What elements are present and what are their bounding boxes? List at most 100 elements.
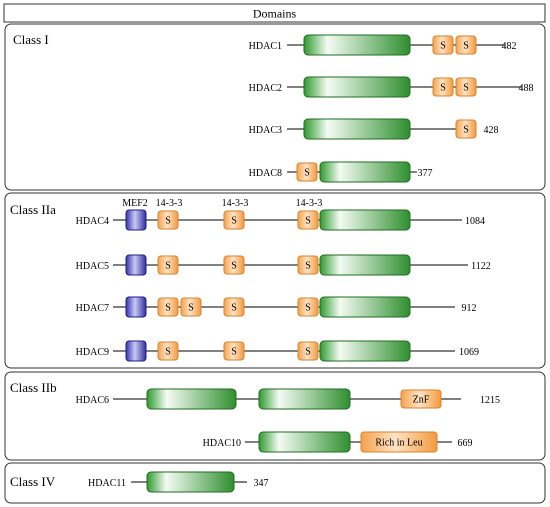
serine-site-label: S xyxy=(188,303,194,314)
protein-length: 428 xyxy=(484,125,499,136)
protein-row-hdac1: HDAC1 482 S S xyxy=(249,34,517,56)
protein-length: 488 xyxy=(519,83,534,94)
protein-name: HDAC5 xyxy=(76,261,109,272)
header: Domains xyxy=(3,3,546,23)
annotation-14-3-3-c: 14-3-3 xyxy=(296,198,323,209)
serine-site xyxy=(157,210,179,230)
zinc-finger-label: ZnF xyxy=(413,395,430,406)
class-iv-panel: Class IV xyxy=(4,462,546,504)
catalytic-domain xyxy=(303,118,411,140)
annotation-14-3-3-a: 14-3-3 xyxy=(156,198,183,209)
protein-length: 912 xyxy=(462,303,477,314)
serine-site-label: S xyxy=(165,303,171,314)
leucine-rich-label: Rich in Leu xyxy=(375,438,422,449)
class-iv-label: Class IV xyxy=(10,474,56,489)
catalytic-domain xyxy=(258,431,351,453)
serine-site xyxy=(157,255,179,275)
serine-site-label: S xyxy=(165,261,171,272)
protein-row-hdac6: HDAC6 1215 ZnF xyxy=(76,388,500,410)
catalytic-domain xyxy=(146,388,237,410)
protein-name: HDAC2 xyxy=(249,83,282,94)
catalytic-domain xyxy=(303,76,411,98)
serine-site-label: S xyxy=(231,303,237,314)
mef2-annotation: MEF2 xyxy=(122,198,148,209)
protein-name: HDAC9 xyxy=(76,347,109,358)
catalytic-domain xyxy=(258,388,351,410)
class-i-label: Class I xyxy=(13,32,49,47)
protein-row-hdac7: HDAC7 912 S S S S xyxy=(76,296,477,318)
serine-site xyxy=(180,297,202,317)
serine-site xyxy=(432,77,454,97)
protein-length: 347 xyxy=(254,478,269,489)
protein-length: 1084 xyxy=(465,216,485,227)
catalytic-domain xyxy=(319,296,411,318)
protein-length: 1069 xyxy=(459,347,479,358)
class-iia-annotations: MEF2 14-3-3 14-3-3 14-3-3 xyxy=(122,198,322,209)
protein-name: HDAC3 xyxy=(249,125,282,136)
serine-site xyxy=(455,35,477,55)
serine-site xyxy=(296,162,318,182)
protein-name: HDAC10 xyxy=(203,438,241,449)
serine-site xyxy=(223,255,245,275)
protein-name: HDAC8 xyxy=(249,168,282,179)
protein-length: 669 xyxy=(458,438,473,449)
serine-site xyxy=(157,297,179,317)
class-iib-label: Class IIb xyxy=(10,380,57,395)
serine-site xyxy=(157,341,179,361)
catalytic-domain xyxy=(319,254,411,276)
serine-site-label: S xyxy=(305,347,311,358)
protein-name: HDAC4 xyxy=(76,216,109,227)
serine-site-label: S xyxy=(165,216,171,227)
protein-length: 1215 xyxy=(480,395,500,406)
catalytic-domain xyxy=(319,340,411,362)
serine-site-label: S xyxy=(231,261,237,272)
serine-site-label: S xyxy=(305,303,311,314)
header-title: Domains xyxy=(253,7,297,21)
class-iia-panel: Class IIa xyxy=(4,192,546,369)
serine-site xyxy=(223,341,245,361)
serine-site-label: S xyxy=(440,83,446,94)
serine-site xyxy=(297,341,319,361)
catalytic-domain xyxy=(319,209,411,231)
annotation-14-3-3-b: 14-3-3 xyxy=(222,198,249,209)
serine-site xyxy=(455,119,477,139)
serine-site xyxy=(223,210,245,230)
serine-site xyxy=(297,255,319,275)
serine-site xyxy=(455,77,477,97)
serine-site-label: S xyxy=(165,347,171,358)
protein-length: 377 xyxy=(418,168,433,179)
protein-row-hdac11: HDAC11 347 xyxy=(88,471,269,493)
protein-row-hdac10: HDAC10 669 Rich in Leu xyxy=(203,431,473,453)
serine-site xyxy=(297,210,319,230)
serine-site-label: S xyxy=(231,216,237,227)
class-iia-label: Class IIa xyxy=(10,202,56,217)
catalytic-domain xyxy=(319,161,411,183)
protein-name: HDAC7 xyxy=(76,303,109,314)
protein-name: HDAC11 xyxy=(88,478,126,489)
protein-row-hdac8: HDAC8 377 S xyxy=(249,161,433,183)
catalytic-domain xyxy=(146,471,235,493)
mef2-binding-domain xyxy=(125,254,147,276)
serine-site-label: S xyxy=(440,41,446,52)
serine-site-label: S xyxy=(305,261,311,272)
zinc-finger-domain xyxy=(400,389,442,409)
serine-site xyxy=(223,297,245,317)
class-i-panel: Class I xyxy=(4,23,546,191)
serine-site-label: S xyxy=(305,216,311,227)
protein-length: 482 xyxy=(502,41,517,52)
protein-name: HDAC1 xyxy=(249,41,282,52)
protein-name: HDAC6 xyxy=(76,395,109,406)
serine-site-label: S xyxy=(463,41,469,52)
leucine-rich-domain xyxy=(360,431,438,453)
mef2-binding-domain xyxy=(125,340,147,362)
mef2-binding-domain xyxy=(125,296,147,318)
serine-site xyxy=(432,35,454,55)
catalytic-domain xyxy=(303,34,411,56)
serine-site-label: S xyxy=(304,168,310,179)
protein-row-hdac4: HDAC4 1084 S S S xyxy=(76,209,485,231)
